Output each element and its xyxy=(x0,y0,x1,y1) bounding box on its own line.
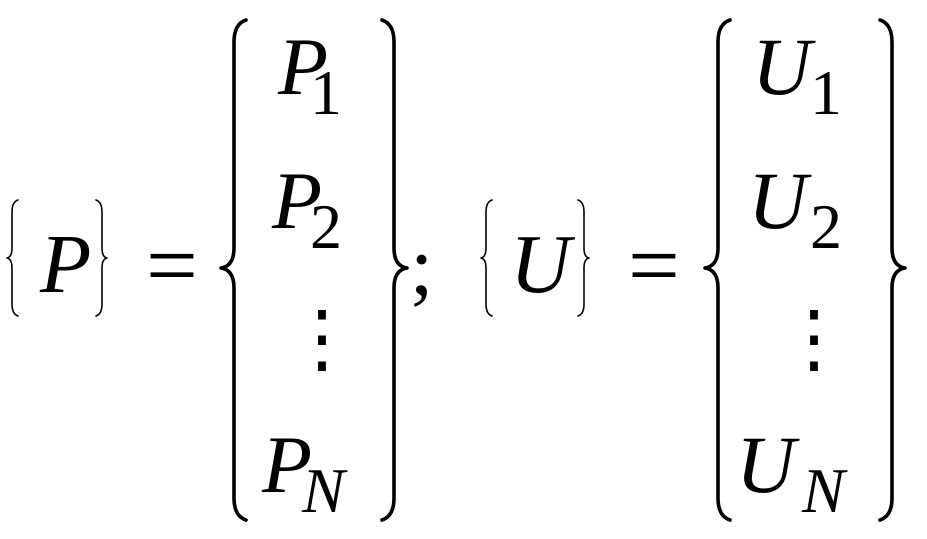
vector-entry-u2: U 2 xyxy=(748,155,842,262)
set-symbol-u: U xyxy=(510,218,576,311)
vertical-ellipsis-left: ⋮ xyxy=(284,297,360,381)
small-left-brace-p xyxy=(6,199,19,317)
small-right-brace-p xyxy=(95,199,108,317)
svg-text:P: P xyxy=(261,419,312,510)
svg-text:P: P xyxy=(271,155,322,246)
vector-entry-pn: P N xyxy=(261,419,348,526)
vector-entry-un: U N xyxy=(736,419,848,526)
vector-entry-u1: U 1 xyxy=(752,21,842,128)
small-right-brace-u xyxy=(577,199,590,317)
large-right-brace-p xyxy=(380,18,409,522)
set-symbol-p: P xyxy=(39,218,91,311)
svg-text:2: 2 xyxy=(310,191,342,262)
svg-text:2: 2 xyxy=(810,191,842,262)
svg-text:U: U xyxy=(752,21,816,112)
svg-text:P: P xyxy=(277,21,328,112)
vector-entry-p2: P 2 xyxy=(271,155,342,262)
svg-text:N: N xyxy=(301,455,348,526)
svg-text:U: U xyxy=(748,155,812,246)
left-definition: P = P 1 P 2 ⋮ P N xyxy=(6,18,409,526)
right-definition: U = U 1 U 2 ⋮ U N xyxy=(480,18,907,526)
large-left-brace-p xyxy=(219,18,248,522)
large-left-brace-u xyxy=(703,18,732,522)
equals-sign-right: = xyxy=(628,214,680,316)
equals-sign-left: = xyxy=(146,214,198,316)
svg-text:1: 1 xyxy=(310,57,342,128)
svg-text:U: U xyxy=(736,419,800,510)
svg-text:N: N xyxy=(801,455,848,526)
semicolon-separator: ; xyxy=(410,220,433,313)
small-left-brace-u xyxy=(480,199,493,317)
large-right-brace-u xyxy=(878,18,907,522)
vector-entry-p1: P 1 xyxy=(277,21,342,128)
svg-text:1: 1 xyxy=(810,57,842,128)
vertical-ellipsis-right: ⋮ xyxy=(776,297,852,381)
